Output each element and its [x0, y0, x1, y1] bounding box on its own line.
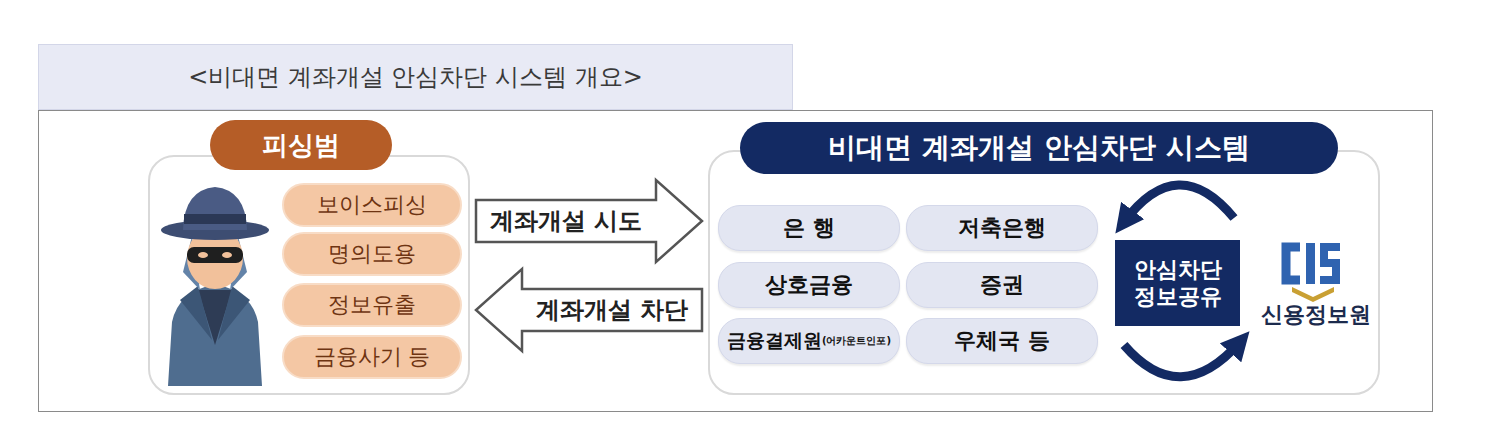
box-text: 금융사기 등 — [314, 342, 431, 372]
box-subtext: (어카운트인포) — [822, 334, 891, 348]
box-text: 정보유출 — [328, 290, 416, 320]
phisher-figure — [161, 187, 269, 386]
info-sharing-box: 안심차단 정보공유 — [1115, 240, 1240, 326]
panel-heading: 비대면 계좌개설 안심차단 시스템 — [740, 122, 1338, 174]
logo-c — [1286, 247, 1300, 280]
mask — [187, 247, 243, 263]
diagram-title: <비대면 계좌개설 안심차단 시스템 개요> — [188, 61, 643, 93]
hat-band — [184, 214, 246, 224]
panel-heading: 피싱범 — [210, 120, 392, 170]
threat-pill: 금융사기 등 — [282, 335, 462, 379]
arrow-label: 계좌개설 시도 — [486, 205, 646, 237]
institution-pill: 금융결제원(어카운트인포) — [718, 318, 900, 364]
institution-pill: 상호금융 — [718, 262, 900, 308]
title-tab: <비대면 계좌개설 안심차단 시스템 개요> — [38, 44, 793, 110]
institution-pill: 우체국 등 — [906, 318, 1098, 364]
logo-base — [1292, 287, 1334, 302]
cycle-arrow — [1124, 342, 1240, 377]
logo-s — [1320, 247, 1340, 280]
institution-pill: 저축은행 — [906, 205, 1098, 251]
agency-name: 신용정보원 — [1261, 300, 1371, 330]
threat-pill: 보이스피싱 — [282, 183, 462, 227]
box-text: 저축은행 — [958, 213, 1046, 243]
threat-pill: 정보유출 — [282, 283, 462, 327]
box-text: 보이스피싱 — [317, 190, 427, 220]
eye — [222, 252, 232, 258]
system-panel: 비대면 계좌개설 안심차단 시스템은 행저축은행상호금융증권금융결제원(어카운트… — [708, 150, 1380, 395]
box-text: 금융결제원 — [727, 328, 822, 354]
eye — [198, 252, 208, 258]
cis-logo — [1286, 243, 1340, 302]
lapel — [180, 286, 212, 340]
logo-i — [1306, 243, 1315, 284]
block-arrow — [476, 180, 702, 262]
box-text: 은 행 — [783, 213, 835, 243]
box-text: 우체국 등 — [954, 326, 1050, 356]
box-text: 증권 — [980, 270, 1024, 300]
lapel — [218, 286, 250, 340]
institution-pill: 증권 — [906, 262, 1098, 308]
box-text: 명의도용 — [328, 239, 416, 269]
threat-pill: 명의도용 — [282, 232, 462, 276]
hat-crown — [183, 187, 247, 230]
block-arrow — [476, 269, 702, 351]
cycle-arrow — [1124, 185, 1234, 222]
coat — [168, 284, 262, 386]
box-text: 안심차단 정보공유 — [1115, 256, 1240, 311]
institution-pill: 은 행 — [718, 205, 900, 251]
phisher-panel: 피싱범보이스피싱명의도용정보유출금융사기 등 — [148, 155, 470, 395]
arrow-label: 계좌개설 차단 — [532, 294, 692, 326]
box-text: 상호금융 — [765, 270, 853, 300]
